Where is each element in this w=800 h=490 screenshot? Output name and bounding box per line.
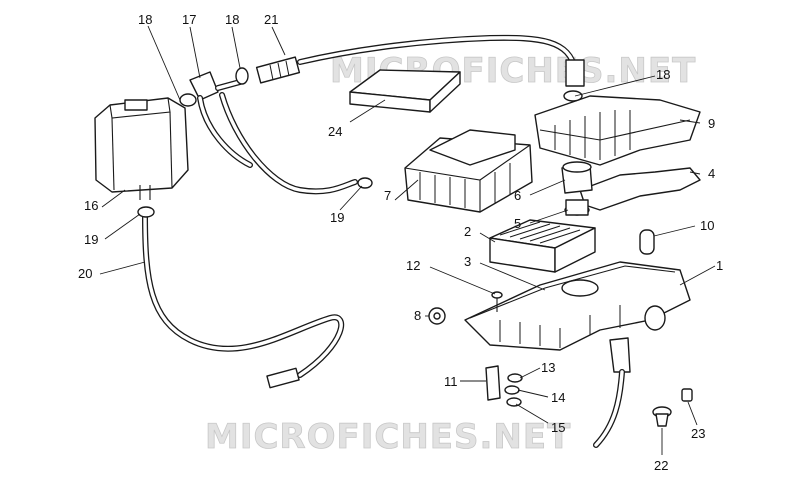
callout-24: 24 xyxy=(328,124,342,139)
hose-clamp-left xyxy=(179,93,197,107)
o-ring xyxy=(639,229,655,255)
flat-washer xyxy=(506,397,522,407)
callout-12: 12 xyxy=(406,258,420,273)
callout-2: 2 xyxy=(464,224,471,239)
gasket xyxy=(579,167,701,211)
bracket xyxy=(485,365,501,401)
filter-element xyxy=(489,219,596,273)
hose-clip-lower xyxy=(137,206,155,218)
callout-14: 14 xyxy=(551,390,565,405)
filter-housing xyxy=(464,261,691,373)
callout-20: 20 xyxy=(78,266,92,281)
washer-hole xyxy=(433,312,441,320)
hose-connector xyxy=(255,56,301,84)
callout-5: 5 xyxy=(514,216,521,231)
callout-18-middle: 18 xyxy=(225,12,239,27)
callout-16: 16 xyxy=(84,198,98,213)
callout-11: 11 xyxy=(444,374,458,389)
callout-21: 21 xyxy=(264,12,278,27)
callout-17: 17 xyxy=(182,12,196,27)
callout-19-upper: 19 xyxy=(330,210,344,225)
callout-13: 13 xyxy=(541,360,555,375)
callout-18-left: 18 xyxy=(138,12,152,27)
filter-cover xyxy=(404,129,533,213)
hose-clip-upper xyxy=(357,177,373,189)
housing-drain-hose xyxy=(593,369,625,448)
spring-washer xyxy=(504,385,520,395)
sponge-pad xyxy=(349,69,461,113)
upper-cover xyxy=(534,95,701,166)
callout-22: 22 xyxy=(654,458,668,473)
drain-plug xyxy=(652,406,672,427)
callout-4: 4 xyxy=(708,166,715,181)
nut xyxy=(507,373,523,383)
callout-19-lower: 19 xyxy=(84,232,98,247)
callout-1: 1 xyxy=(716,258,723,273)
hose-clamp-upper xyxy=(563,90,583,102)
drain-hose xyxy=(142,212,345,389)
callout-23: 23 xyxy=(691,426,705,441)
leader-lines xyxy=(99,25,716,455)
breather-tank xyxy=(94,97,189,200)
callout-8: 8 xyxy=(414,308,421,323)
upper-breather-hose xyxy=(297,34,585,87)
watermark-bottom: MICROFICHES.NET xyxy=(205,417,571,457)
drain-cap xyxy=(681,388,693,402)
callout-18-right: 18 xyxy=(656,67,670,82)
callout-7: 7 xyxy=(384,188,391,203)
sleeve-fitting xyxy=(561,161,593,194)
callout-15: 15 xyxy=(551,420,565,435)
callout-6: 6 xyxy=(514,188,521,203)
callout-9: 9 xyxy=(708,116,715,131)
rubber-fitting xyxy=(564,199,590,216)
hose-clamp-middle xyxy=(235,67,249,85)
callout-10: 10 xyxy=(700,218,714,233)
callout-3: 3 xyxy=(464,254,471,269)
t-fitting xyxy=(189,71,358,195)
